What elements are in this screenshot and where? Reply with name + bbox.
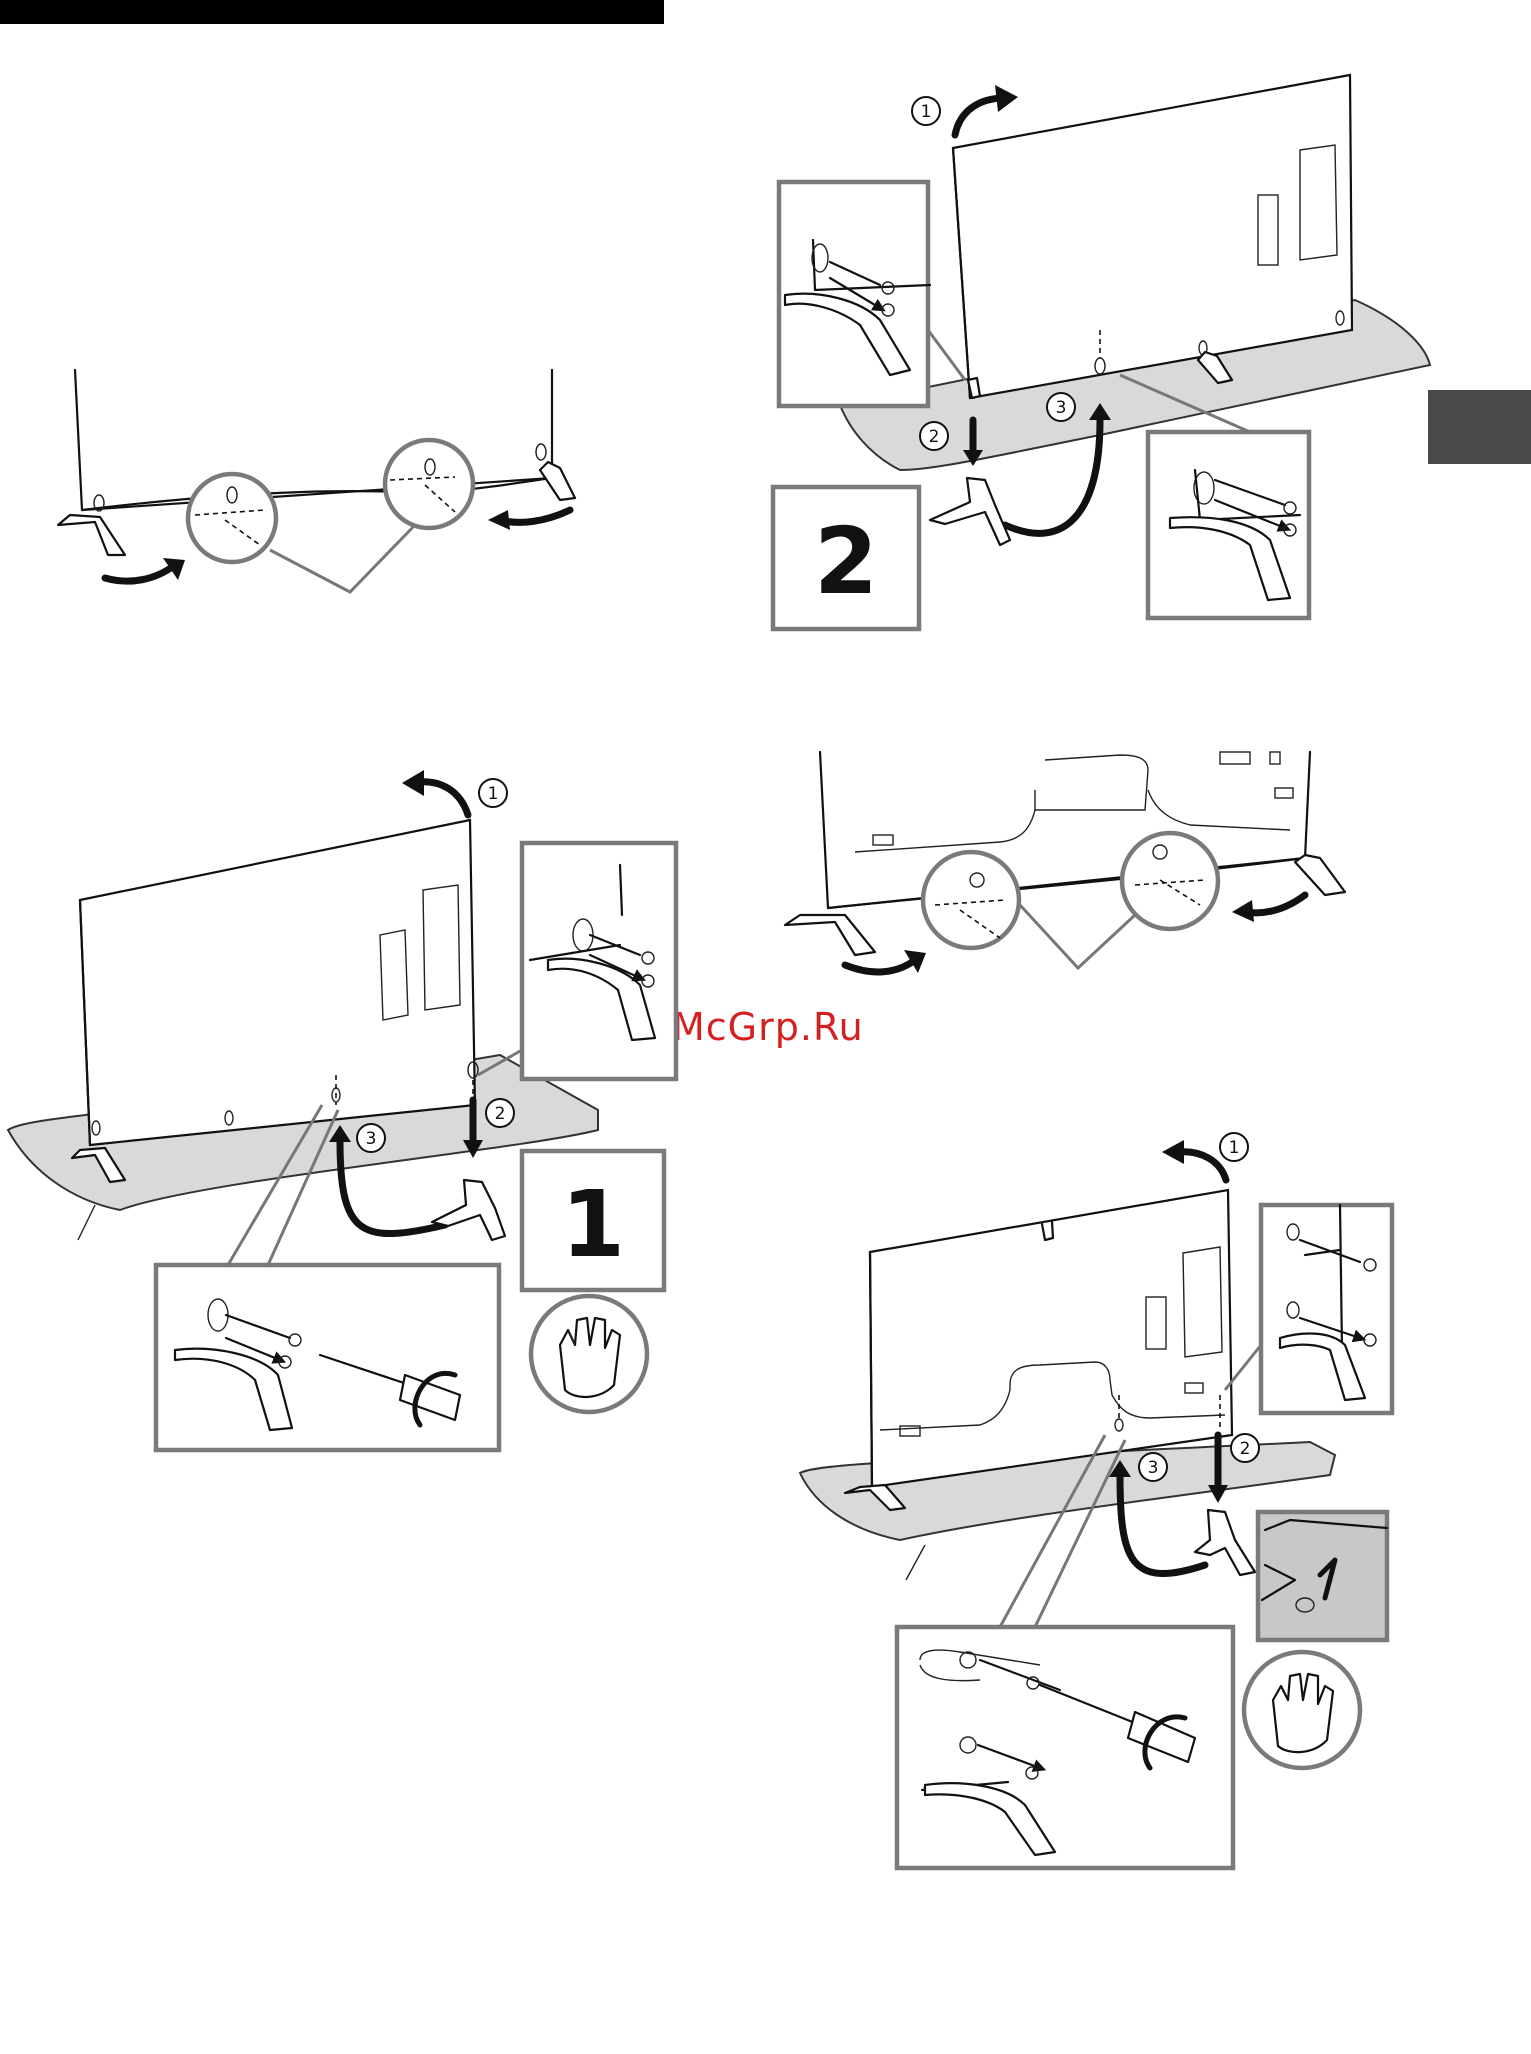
callout-2: 2 bbox=[929, 427, 940, 447]
callout-1: 1 bbox=[1229, 1138, 1240, 1158]
stand-leg-icon bbox=[785, 855, 1345, 955]
magnify-circle-icon bbox=[1122, 833, 1218, 929]
diagram-rotate-legs bbox=[785, 752, 1345, 973]
magnify-circle-icon bbox=[385, 440, 473, 528]
callout-3: 3 bbox=[1148, 1458, 1159, 1478]
curved-arrow-icon bbox=[105, 510, 570, 581]
hand-press-icon bbox=[1244, 1652, 1360, 1768]
step-2-number: 2 bbox=[814, 508, 878, 615]
callout-2: 2 bbox=[1240, 1439, 1251, 1459]
diagram-remove-legs bbox=[58, 370, 575, 592]
hand-press-icon bbox=[531, 1296, 647, 1412]
callout-1: 1 bbox=[921, 102, 932, 122]
diagram-step-1: 1 2 3 1 bbox=[8, 770, 676, 1450]
stand-leg-icon bbox=[58, 462, 575, 555]
stand-leg-icon bbox=[930, 478, 1010, 545]
callout-2: 2 bbox=[495, 1104, 506, 1124]
diagram-install-rear: 1 2 3 bbox=[800, 1133, 1392, 1868]
curved-arrow-icon bbox=[845, 895, 1305, 973]
stand-leg-icon bbox=[432, 1180, 505, 1240]
callout-1: 1 bbox=[488, 784, 499, 804]
diagram-step-2: 1 2 3 bbox=[773, 75, 1430, 629]
magnify-circle-icon bbox=[923, 852, 1019, 948]
callout-3: 3 bbox=[1056, 398, 1067, 418]
callout-3: 3 bbox=[366, 1129, 377, 1149]
step-1-number: 1 bbox=[561, 1171, 625, 1278]
